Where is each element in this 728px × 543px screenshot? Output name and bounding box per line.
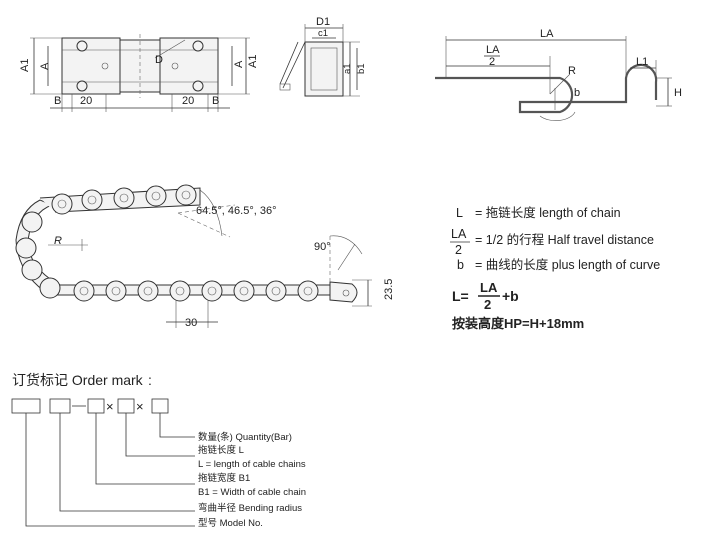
order-item-quantity: 数量(条) Quantity(Bar) [198, 431, 292, 443]
dim-la: LA [540, 28, 554, 40]
dim-20-left: 20 [80, 95, 92, 107]
order-item-model: 型号 Model No. [198, 518, 263, 529]
top-view-drawing [30, 34, 250, 112]
dim-l1: L1 [636, 56, 648, 68]
formula-den: 2 [484, 297, 491, 312]
dim-a1-right: A1 [247, 55, 259, 68]
legend-frac-num: LA [451, 227, 467, 241]
order-item-radius: 弯曲半径 Bending radius [198, 502, 302, 514]
formula-l: L= [452, 288, 469, 304]
chain-link-top-row [51, 184, 197, 215]
dim-pitch-30: 30 [185, 317, 197, 329]
order-box-length [117, 398, 135, 414]
chain-link-bottom-row [73, 280, 319, 302]
order-box-quantity [151, 398, 169, 414]
dim-a-right: A [233, 60, 245, 68]
dim-b-curve: b [574, 87, 580, 99]
dim-h: H [674, 87, 682, 99]
dim-la-half-num: LA [486, 44, 500, 56]
order-item-width-cn: 拖链宽度 B1 [198, 472, 250, 484]
legend-frac-den: 2 [455, 243, 462, 257]
legend-l-symbol: L [456, 206, 463, 220]
order-item-width-en: B1 = Width of cable chain [198, 487, 306, 498]
legend-block: L = 拖链长度 length of chain LA 2 = 1/2 的行程 … [450, 205, 660, 331]
legend-b-text: = 曲线的长度 plus length of curve [475, 257, 660, 272]
left-link-plate [61, 37, 121, 95]
legend-b-symbol: b [457, 258, 464, 272]
order-mark-section: 订货标记 Order mark : × × 数量(条) Quantity(Bar… [11, 372, 306, 529]
chain-view-drawing [15, 184, 372, 328]
order-times-1: × [106, 399, 114, 414]
angle-labels: 64.5°, 46.5°, 36° [196, 205, 276, 217]
chain-link-curve [15, 211, 61, 299]
right-link-plate [159, 37, 219, 95]
dim-b: B [54, 95, 61, 107]
dim-a1-small: a1 [342, 63, 353, 74]
order-box-model [11, 398, 41, 414]
order-box-radius [49, 398, 71, 414]
dim-d1: D1 [316, 16, 330, 28]
order-colon: : [148, 372, 152, 388]
legend-half-text: = 1/2 的行程 Half travel distance [475, 232, 654, 247]
travel-view-drawing [435, 36, 672, 121]
order-title: 订货标记 Order mark [12, 372, 144, 388]
dim-23-5: 23.5 [383, 279, 395, 300]
dim-a-left: A [39, 62, 51, 70]
formula-num: LA [480, 280, 498, 295]
dim-b-right: B [212, 95, 219, 107]
order-item-length-cn: 拖链长度 L [198, 444, 244, 456]
install-height: 按装高度HP=H+18mm [452, 316, 584, 331]
dim-d: D [155, 54, 163, 66]
dim-b1: b1 [356, 63, 367, 74]
section-view-drawing [279, 24, 360, 97]
legend-l-text: = 拖链长度 length of chain [475, 205, 621, 220]
order-box-width [87, 398, 105, 414]
dim-c1: c1 [318, 28, 328, 39]
order-item-length-en: L = length of cable chains [198, 459, 306, 470]
dim-r-travel: R [568, 65, 576, 77]
formula-plus-b: +b [502, 288, 519, 304]
dim-a1-left: A1 [19, 59, 31, 72]
dim-la-half-den: 2 [489, 56, 495, 68]
dim-20-right: 20 [182, 95, 194, 107]
angle-90: 90° [314, 241, 331, 253]
order-times-2: × [136, 399, 144, 414]
dim-r-chain: R [54, 235, 62, 247]
